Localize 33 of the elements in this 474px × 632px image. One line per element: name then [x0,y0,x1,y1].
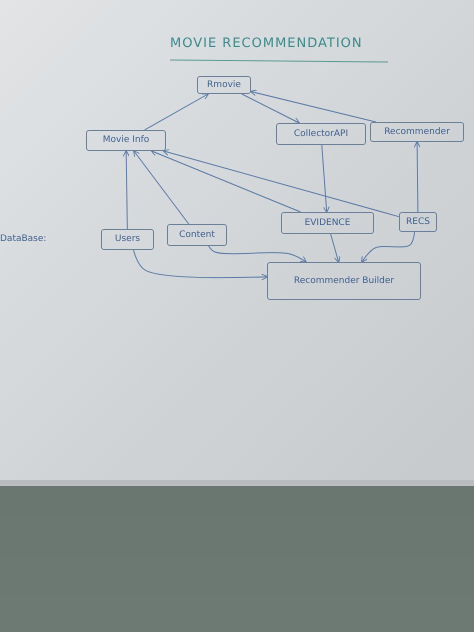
process-box [101,229,154,250]
node-label: CollectorAPI [294,128,348,140]
arrow [414,140,421,212]
node-label: Recommender Builder [294,276,394,286]
node-label: Recommender [384,126,450,138]
arrow [133,150,190,224]
arrow [162,149,400,218]
node-label: EVIDENCE [304,218,350,228]
node-label: RECS [406,216,430,228]
arrow [133,250,268,280]
process-box [399,212,437,232]
side-label: DataBase: [0,234,46,244]
node-label: Users [114,234,140,245]
arrow [208,246,307,263]
title: MOVIE RECOMMENDATION [170,36,363,51]
arrow [150,150,302,212]
process-box [370,122,464,142]
process-box [281,212,374,234]
process-box [197,76,251,94]
arrow [250,90,376,122]
arrow [122,150,130,230]
process-box [276,123,366,145]
process-box [267,262,421,300]
process-box [86,130,166,151]
process-box [167,224,227,246]
node-label: Content [179,230,215,240]
arrow [144,93,210,130]
arrow [330,234,340,264]
node-label: Movie Info [102,135,150,146]
arrow [241,94,300,124]
arrow [361,232,416,263]
node-label: Rmovie [207,80,241,90]
arrow [321,144,330,214]
